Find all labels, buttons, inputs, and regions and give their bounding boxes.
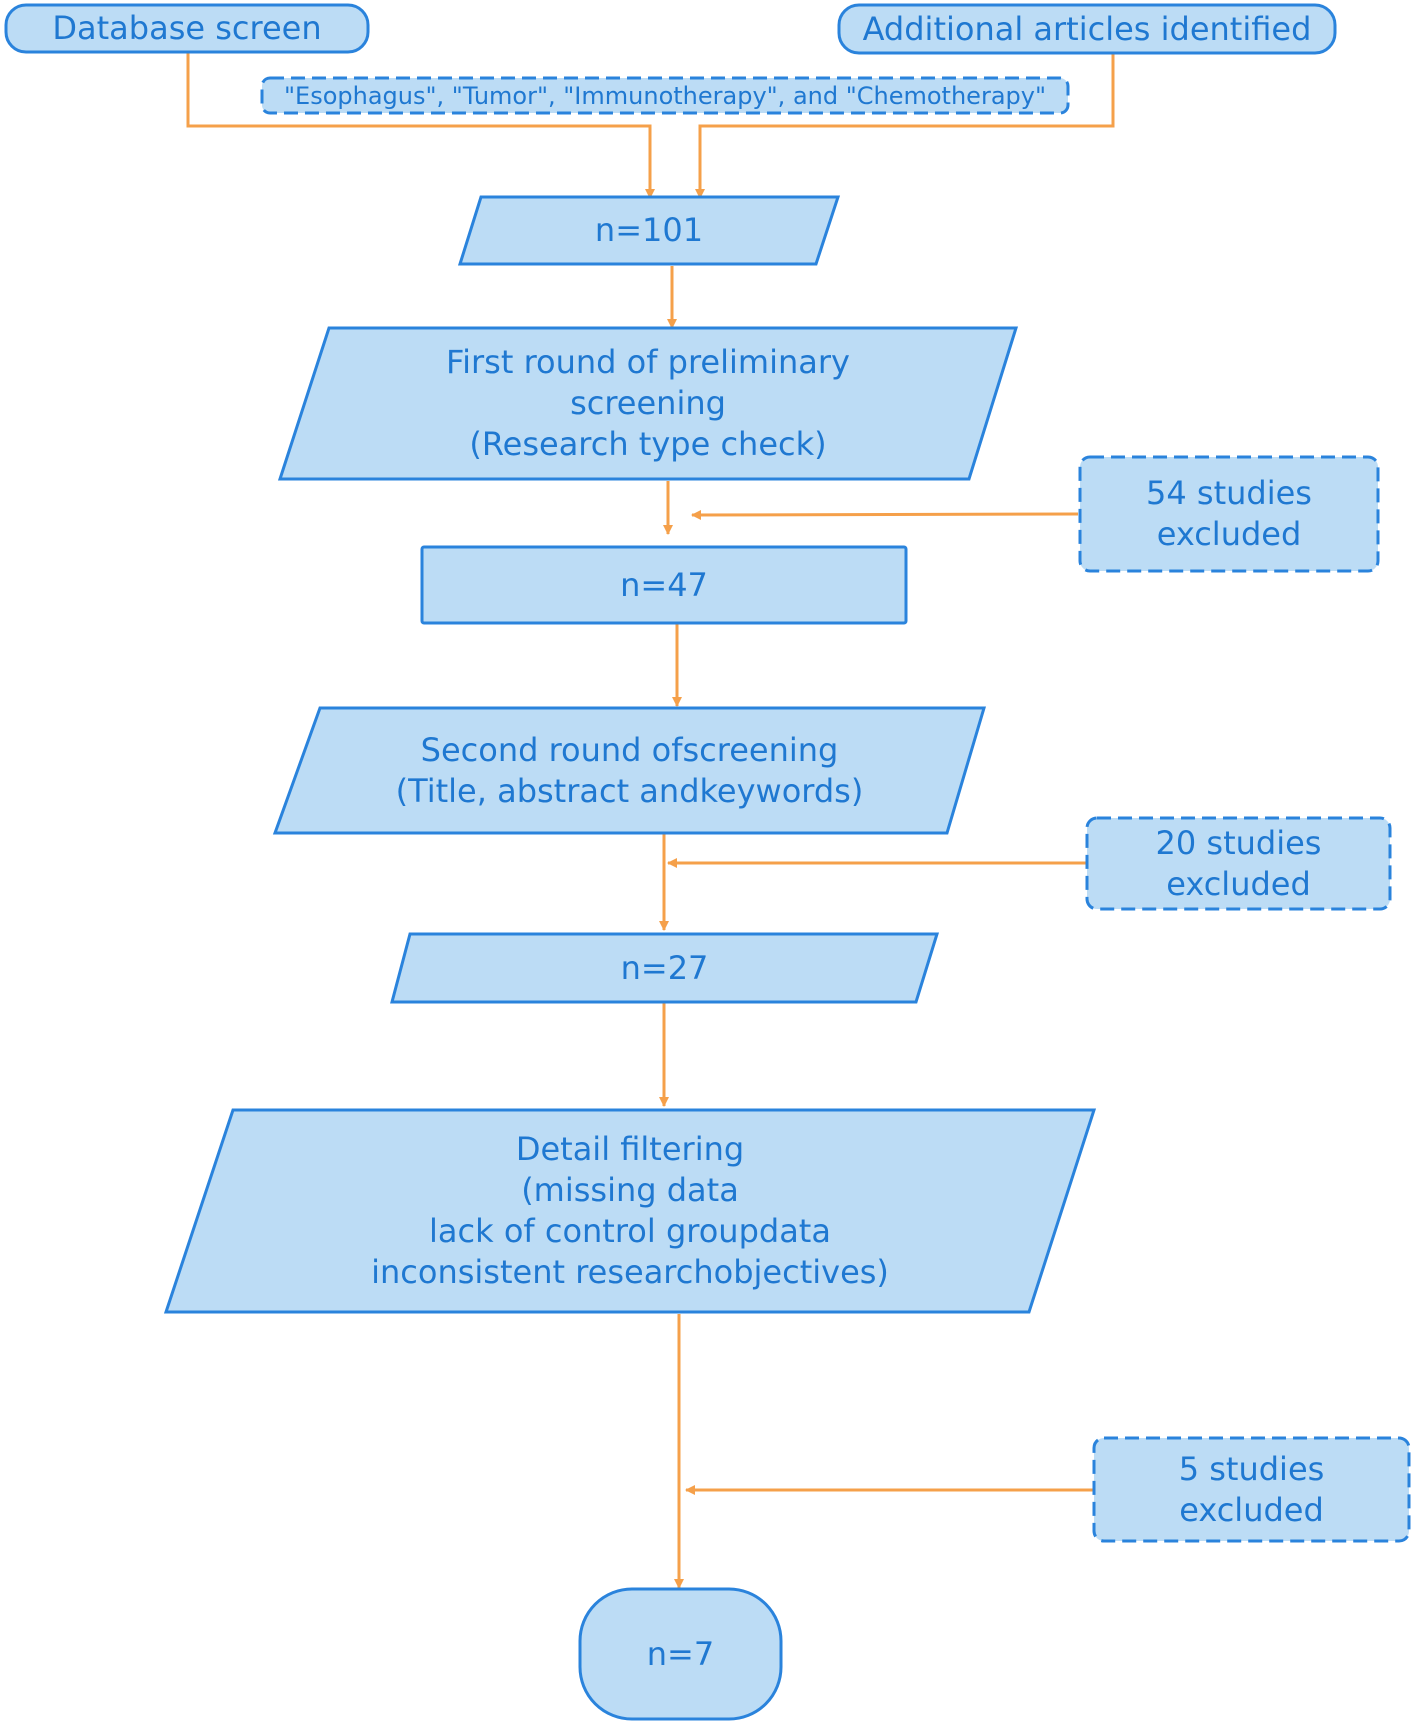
first-round-line-3: (Research type check) [469, 425, 827, 463]
detail-filtering-line-2: (missing data [521, 1171, 739, 1209]
excluded-5-box [1092, 1436, 1411, 1543]
additional-articles-box [837, 3, 1337, 55]
n101-text: n=101 [594, 211, 704, 249]
detail-filtering-line-3: lack of control groupdata [429, 1212, 831, 1250]
search-terms-box [260, 76, 1070, 115]
n47-label: n=47 [422, 547, 906, 623]
excluded-20-box [1085, 816, 1392, 911]
n101-box [457, 195, 841, 266]
detail-filtering-line-1: Detail filtering [515, 1130, 745, 1168]
additional-articles-label: Additional articles identified [839, 5, 1335, 53]
n7-terminal [578, 1587, 783, 1721]
excluded-20-line-1: 20 studies [1155, 823, 1322, 862]
second-round-box [272, 706, 987, 835]
excluded-5-label: 5 studies excluded [1094, 1438, 1409, 1541]
detail-filtering-label: Detail filtering (missing data lack of c… [166, 1110, 1094, 1312]
n47-box [420, 545, 908, 625]
second-round-line-1: Second round ofscreening [420, 730, 839, 769]
connector-database-to-n101 [186, 48, 655, 199]
database-screen-text: Database screen [52, 9, 322, 47]
first-round-line-1: First round of preliminary [446, 343, 850, 381]
first-round-box [277, 326, 1019, 481]
second-round-label: Second round ofscreening (Title, abstrac… [275, 708, 984, 833]
n27-box [390, 932, 940, 1004]
excluded-20-line-2: excluded [1166, 864, 1311, 903]
n27-text: n=27 [620, 948, 709, 987]
excluded-5-line-2: excluded [1179, 1490, 1324, 1529]
second-round-line-2: (Title, abstract andkeywords) [395, 771, 864, 810]
excluded-54-line-1: 54 studies [1146, 474, 1312, 512]
connector-additional-to-n101 [695, 54, 1115, 199]
n7-label: n=7 [580, 1589, 781, 1719]
n47-text: n=47 [620, 565, 708, 604]
detail-filtering-line-4: inconsistent researchobjectives) [371, 1253, 889, 1291]
database-screen-label: Database screen [6, 5, 368, 52]
excluded-54-line-2: excluded [1156, 515, 1302, 553]
additional-articles-text: Additional articles identified [862, 9, 1312, 48]
n27-label: n=27 [392, 934, 937, 1002]
first-round-line-2: screening [570, 384, 726, 422]
database-screen-box [4, 3, 370, 54]
connector-excluded-54 [691, 509, 1079, 520]
n7-text: n=7 [646, 1634, 715, 1673]
n101-label: n=101 [460, 197, 838, 264]
search-terms-label: "Esophagus", "Tumor", "Immunotherapy", a… [262, 78, 1068, 113]
first-round-label: First round of preliminary screening (Re… [280, 328, 1016, 479]
excluded-54-box [1078, 455, 1380, 573]
excluded-54-label: 54 studies excluded [1080, 457, 1378, 571]
detail-filtering-box [163, 1108, 1097, 1314]
excluded-20-label: 20 studies excluded [1087, 818, 1390, 909]
excluded-5-line-1: 5 studies [1178, 1449, 1325, 1488]
search-terms-text: "Esophagus", "Tumor", "Immunotherapy", a… [283, 81, 1046, 110]
